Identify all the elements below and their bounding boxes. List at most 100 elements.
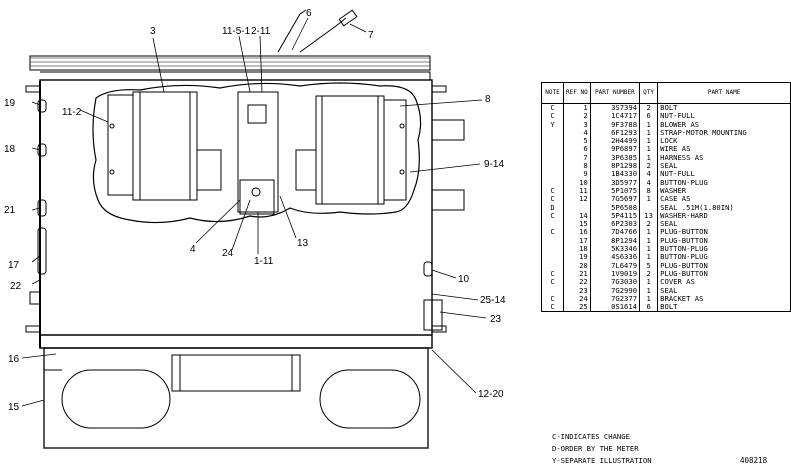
header-note: NOTE <box>540 82 565 104</box>
lower-cover <box>43 347 429 449</box>
row-qty: 1 <box>639 128 659 138</box>
row-part-name: PLUG-BUTTON <box>657 236 791 246</box>
row-part-name: CASE AS <box>657 194 791 204</box>
callout-22: 22 <box>10 281 22 292</box>
callout-10: 10 <box>458 274 470 285</box>
row-qty: 1 <box>639 253 659 262</box>
row-note: C <box>540 269 565 279</box>
callout-15: 15 <box>8 402 20 413</box>
row-qty: 8 <box>639 186 659 196</box>
row-part-name: BUTTON-PLUG <box>657 178 791 187</box>
footnote-order: D-ORDER BY THE METER <box>552 444 639 453</box>
cutaway-outline <box>92 82 422 224</box>
row-part-name: SEAL <box>657 286 791 295</box>
header-part-number: PART NUMBER <box>589 82 641 104</box>
footnote-separate: Y-SEPARATE ILLUSTRATION <box>552 456 652 465</box>
row-qty: 2 <box>639 219 659 229</box>
row-part-name: NUT-FULL <box>657 111 791 121</box>
callout-labels: 3 11-5-1 2-11 6 7 8 11-2 19 18 9-14 21 1… <box>4 8 506 413</box>
row-part-name: PLUG-BUTTON <box>657 261 791 270</box>
callout-25-14: 25-14 <box>480 295 506 306</box>
row-note: D <box>540 203 565 212</box>
row-note <box>540 178 565 187</box>
row-qty: 1 <box>639 145 659 154</box>
header-ref-no: REF NO <box>563 82 591 104</box>
blower-assembly-drawing: 3 11-5-1 2-11 6 7 8 11-2 19 18 9-14 21 1… <box>4 8 506 449</box>
row-note: C <box>540 294 565 304</box>
row-part-name: SEAL .51M(1.80IN) <box>657 203 791 212</box>
callout-18: 18 <box>4 144 16 155</box>
callout-7: 7 <box>368 30 374 41</box>
row-qty: 1 <box>639 120 659 129</box>
row-part-name: WASHER-HARD <box>657 211 791 221</box>
row-qty <box>639 203 659 212</box>
row-note: Y <box>540 120 565 129</box>
callout-24: 24 <box>222 248 234 259</box>
row-ref-no: 12 <box>563 194 591 204</box>
center-bracket <box>237 91 279 215</box>
callout-8: 8 <box>485 94 491 105</box>
row-note <box>540 137 565 146</box>
row-part-name: SEAL <box>657 161 791 171</box>
row-qty: 4 <box>639 170 659 179</box>
row-qty: 1 <box>639 228 659 237</box>
row-note: C <box>540 211 565 221</box>
callout-12-20: 12-20 <box>478 389 504 400</box>
illustration-number: 408218 <box>740 456 768 465</box>
callout-17: 17 <box>8 260 20 271</box>
row-part-name: LOCK <box>657 136 791 146</box>
side-plugs <box>29 99 433 305</box>
header-qty: QTY <box>639 82 659 104</box>
row-note <box>540 261 565 270</box>
row-part-name: SEAL <box>657 219 791 229</box>
row-qty: 4 <box>639 178 659 187</box>
row-qty: 1 <box>639 194 659 204</box>
callout-21: 21 <box>4 205 16 216</box>
row-ref-no: 25 <box>563 303 591 313</box>
row-note <box>540 286 565 295</box>
row-note <box>540 128 565 138</box>
row-note <box>540 145 565 154</box>
row-note: C <box>540 303 565 313</box>
row-qty: 1 <box>639 244 659 254</box>
callout-6: 6 <box>306 8 312 19</box>
row-qty: 13 <box>639 211 659 221</box>
row-part-name: HARNESS AS <box>657 153 791 163</box>
row-note: C <box>540 103 565 113</box>
row-part-name: BUTTON-PLUG <box>657 244 791 254</box>
row-part-name: PLUG-BUTTON <box>657 269 791 279</box>
row-qty: 1 <box>639 153 659 163</box>
row-note: C <box>540 111 565 121</box>
row-qty: 2 <box>639 269 659 279</box>
row-qty: 2 <box>639 103 659 113</box>
callout-1-11: 1-11 <box>254 256 274 267</box>
row-qty: 1 <box>639 294 659 304</box>
top-wiring <box>277 9 358 53</box>
row-qty: 6 <box>639 111 659 121</box>
left-motor <box>107 91 222 201</box>
leader-lines <box>21 17 487 407</box>
row-part-name: NUT-FULL <box>657 170 791 179</box>
row-note: C <box>540 186 565 196</box>
row-qty: 1 <box>639 286 659 295</box>
row-note <box>540 236 565 246</box>
row-part-name: WASHER <box>657 186 791 196</box>
callout-11-2: 11-2 <box>62 107 82 118</box>
